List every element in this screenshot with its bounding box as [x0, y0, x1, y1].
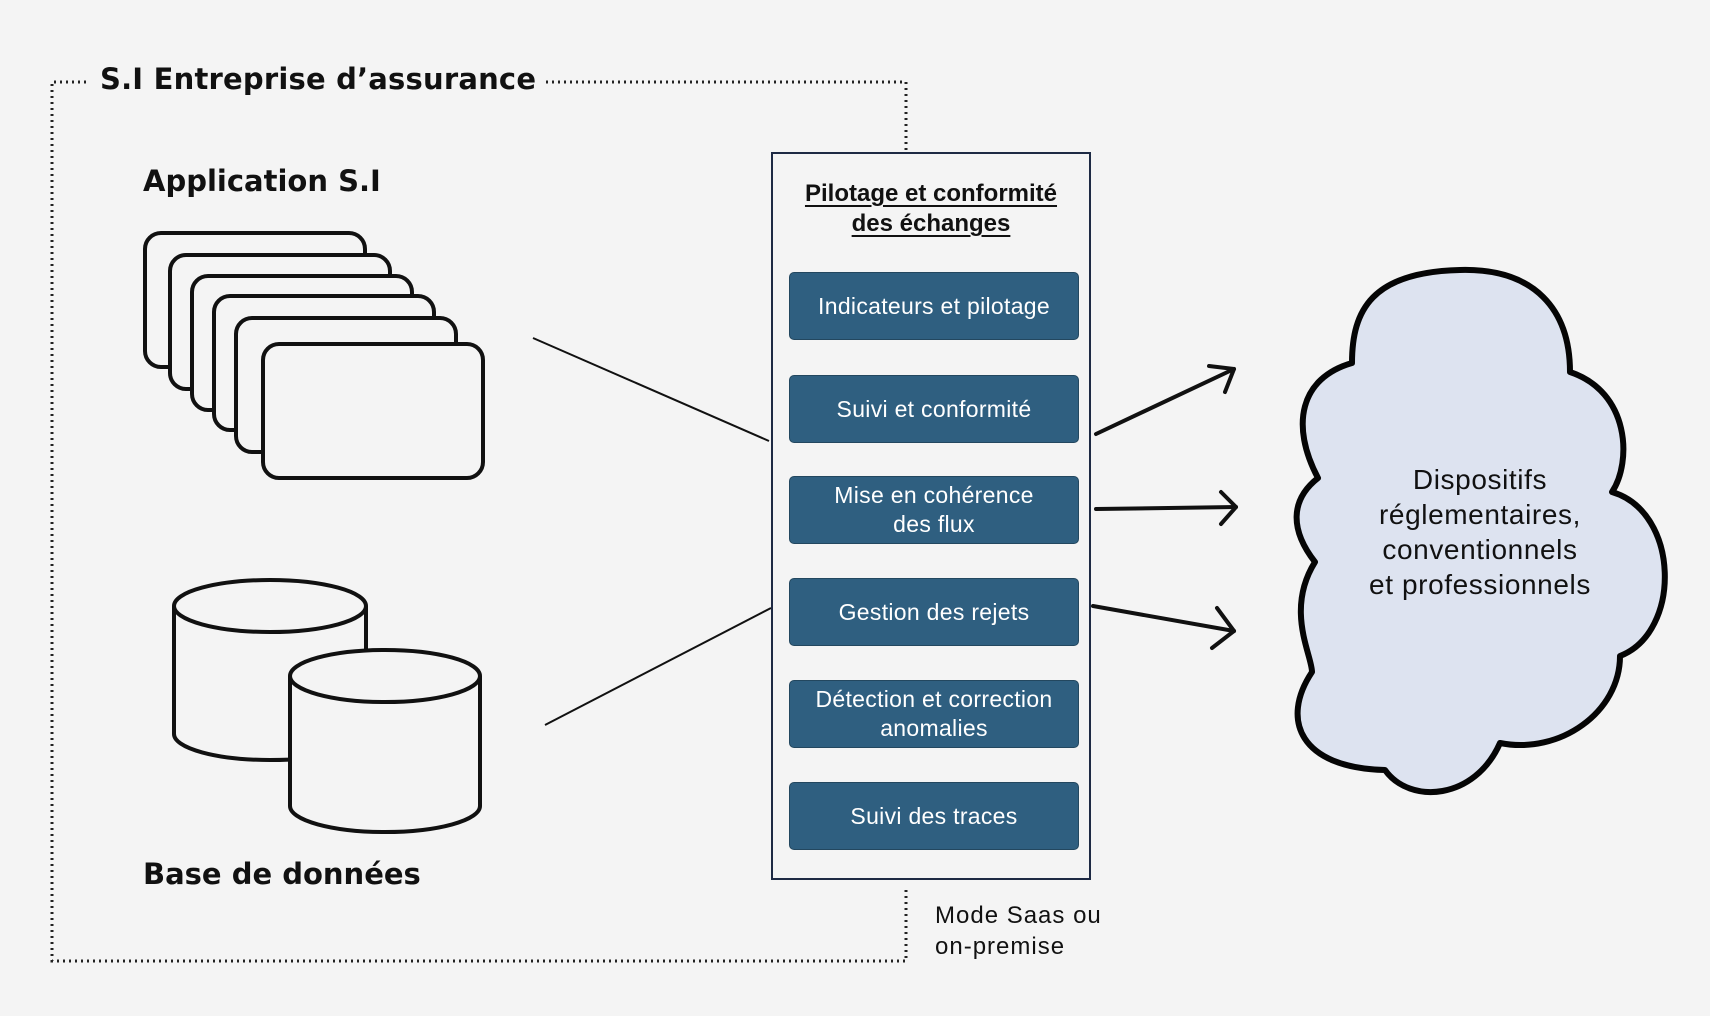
feature-label: Mise en cohérence — [834, 482, 1034, 508]
application-title: Application S.I — [143, 164, 381, 198]
feature-coherence-flux: Mise en cohérence des flux — [789, 476, 1079, 544]
deployment-mode-line2: on-premise — [935, 933, 1066, 960]
arrow-middle — [1094, 505, 1238, 511]
feature-label: Suivi des traces — [850, 802, 1018, 829]
output-arrows — [1091, 364, 1238, 650]
arrow-lower — [1091, 604, 1236, 633]
database-title: Base de données — [143, 857, 421, 891]
feature-label-line2: des flux — [893, 511, 975, 537]
feature-suivi-conformite: Suivi et conformité — [789, 375, 1079, 443]
cloud-label-line1: Dispositifs — [1412, 464, 1548, 495]
arrow-upper — [1094, 367, 1236, 436]
exchange-governance-panel: Pilotage et conformité des échanges Indi… — [771, 152, 1091, 880]
feature-detection-anomalies: Détection et correction anomalies — [789, 680, 1079, 748]
deployment-mode-line1: Mode Saas ou — [935, 902, 1102, 929]
cloud-label-line4: et professionnels — [1369, 569, 1591, 600]
feature-label: Indicateurs et pilotage — [818, 292, 1050, 319]
cloud-label-line2: réglementaires, — [1379, 499, 1581, 530]
app-connector-line — [532, 337, 770, 442]
regulatory-cloud-shape — [1293, 266, 1668, 796]
application-stack-icon — [143, 231, 485, 480]
db-connector-line — [544, 607, 772, 726]
feature-suivi-traces: Suivi des traces — [789, 782, 1079, 850]
feature-gestion-rejets: Gestion des rejets — [789, 578, 1079, 646]
si-boundary-title: S.I Entreprise d’assurance — [92, 62, 545, 96]
regulatory-cloud-label: Dispositifs réglementaires, conventionne… — [1365, 462, 1595, 602]
database-icon — [172, 578, 482, 834]
cloud-label-line3: conventionnels — [1382, 534, 1578, 565]
feature-label: Détection et correction — [815, 686, 1053, 712]
panel-title-line1: Pilotage et conformité — [804, 180, 1058, 207]
feature-label: Gestion des rejets — [838, 598, 1030, 625]
feature-label-line2: anomalies — [880, 715, 988, 741]
panel-title: Pilotage et conformité des échanges — [773, 179, 1089, 239]
deployment-mode-label: Mode Saas ou on-premise — [935, 900, 1102, 962]
feature-indicateurs-pilotage: Indicateurs et pilotage — [789, 272, 1079, 340]
si-boundary — [50, 80, 908, 963]
feature-label: Suivi et conformité — [836, 395, 1032, 422]
panel-title-line2: des échanges — [851, 210, 1011, 237]
